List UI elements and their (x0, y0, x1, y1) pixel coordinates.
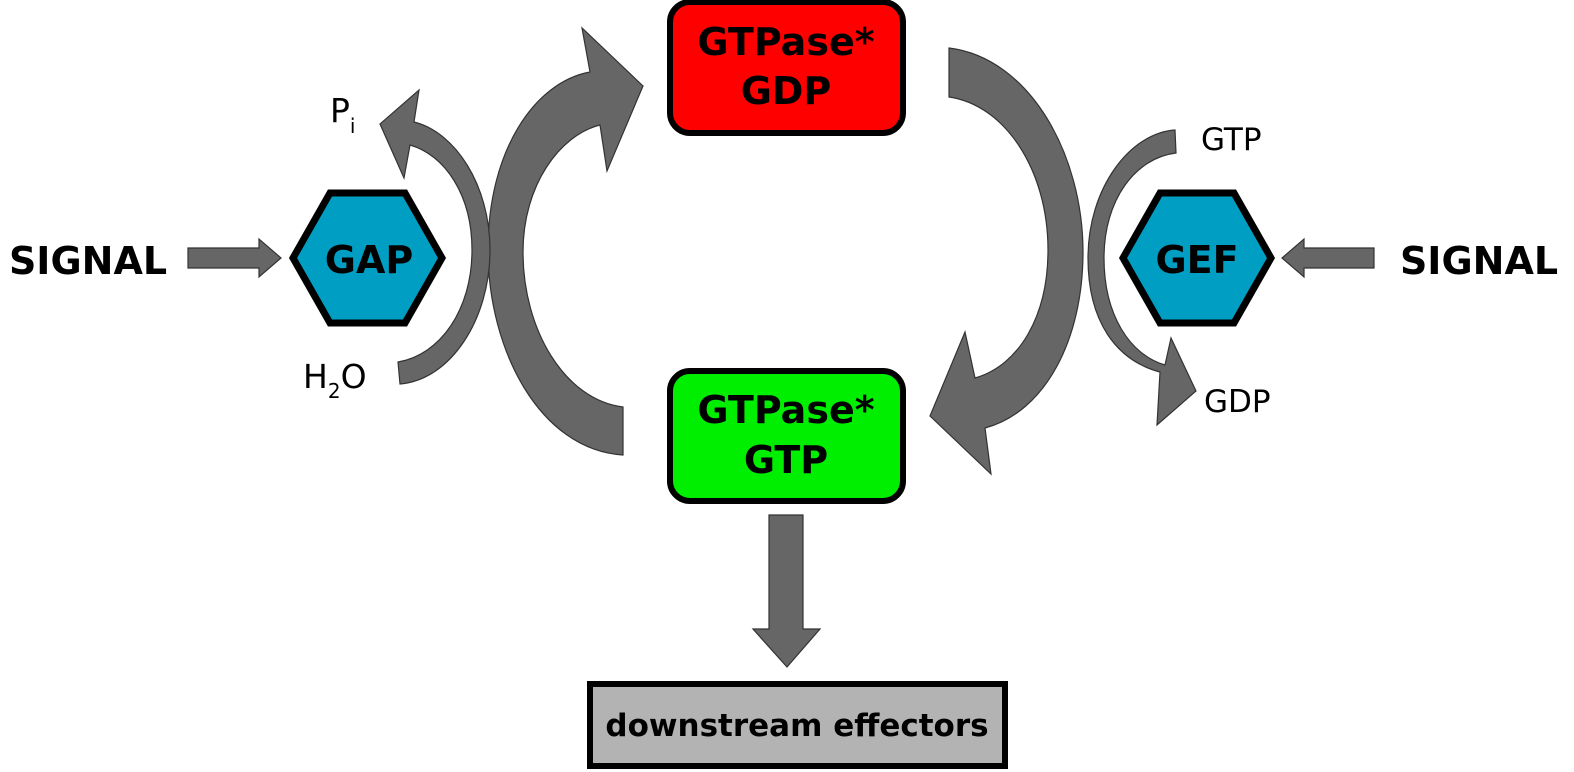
gef-hexagon (1118, 189, 1276, 327)
gtpase-gdp-box (667, 0, 906, 136)
downstream-effectors-box (587, 681, 1008, 769)
gtpase-gtp-box (667, 368, 906, 504)
water-o: O (341, 357, 367, 396)
gtp-input-label: GTP (1201, 122, 1262, 158)
downstream-arrow (751, 514, 822, 668)
phosphate-label: Pi (330, 91, 355, 138)
gtp-to-gdp-cycle-arrow (487, 26, 644, 456)
gtpase-gtp-line2: GTP (744, 438, 828, 482)
right-signal-arrow (1281, 237, 1375, 279)
gtpase-gdp-line1: GTPase* (697, 20, 874, 64)
phosphate-sub: i (350, 114, 356, 138)
gef-label: GEF (1155, 238, 1238, 282)
gdp-to-gtp-cycle-arrow (929, 47, 1084, 476)
water-label: H2O (303, 357, 367, 403)
water-h: H (303, 357, 328, 396)
gtpase-gtp-line1: GTPase* (697, 388, 874, 432)
hydrolysis-arrow (379, 88, 491, 385)
phosphate-base: P (330, 91, 350, 130)
gtpase-gdp-line2: GDP (741, 69, 832, 113)
left-signal-label: SIGNAL (9, 239, 167, 283)
left-signal-arrow (187, 237, 282, 279)
exchange-arrow (1087, 129, 1197, 427)
gap-label: GAP (325, 238, 413, 282)
gap-hexagon (288, 189, 447, 327)
gdp-output-label: GDP (1204, 384, 1271, 420)
right-signal-label: SIGNAL (1400, 239, 1558, 283)
water-sub: 2 (328, 379, 341, 403)
downstream-effectors-label: downstream effectors (605, 708, 988, 744)
